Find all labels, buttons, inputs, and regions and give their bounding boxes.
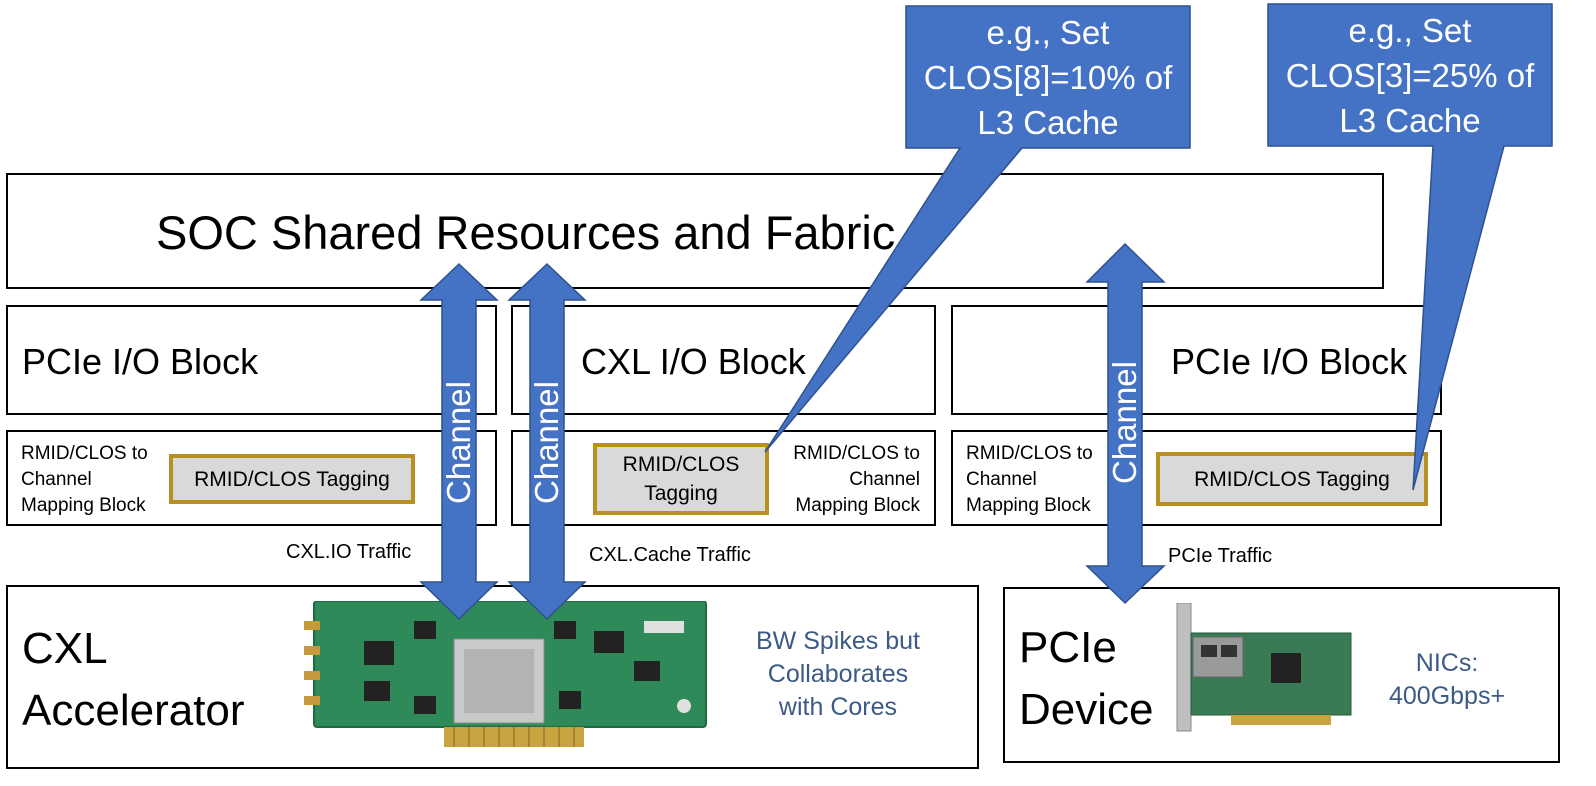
mapping-block-left-text: RMID/CLOS to Channel Mapping Block [21,441,148,519]
pcie-note-line-2: 400Gbps+ [1389,682,1506,710]
traffic-cxl-io: CXL.IO Traffic [286,541,412,563]
cxl-note-line-1: BW Spikes but [756,627,920,655]
callout-left-text: e.g., Set CLOS[8]=10% of L3 Cache [906,10,1190,145]
cxl-device-note: BW Spikes but Collaborates with Cores [756,625,920,724]
mapping-block-left: RMID/CLOS to Channel Mapping Block RMID/… [6,430,497,526]
mapping-right-line-2: Channel [966,469,1037,490]
mapping-block-right-text: RMID/CLOS to Channel Mapping Block [966,441,1093,519]
tagging-middle-line-2: Tagging [644,482,718,505]
cxl-device-line-1: CXL [22,624,108,673]
mapping-middle-line-2: Channel [849,469,920,490]
io-block-right-title: PCIe I/O Block [1171,341,1408,382]
pcie-note-line-1: NICs: [1415,649,1479,677]
soc-box: SOC Shared Resources and Fabric [6,173,1384,289]
mapping-block-right: RMID/CLOS to Channel Mapping Block RMID/… [951,430,1442,526]
callout-left-line-3: L3 Cache [977,104,1119,141]
cxl-note-line-2: Collaborates [767,660,909,688]
channel-label-2: Channel [528,381,565,504]
channel-label-3: Channel [1106,361,1143,484]
pcie-device-box: PCIe Device NICs: 400Gbps+ [1003,587,1560,763]
mapping-block-middle-text: RMID/CLOS to Channel Mapping Block [793,441,920,519]
traffic-pcie: PCIe Traffic [1168,545,1273,567]
cxl-device-label: CXL Accelerator [22,618,245,742]
io-block-right: PCIe I/O Block [951,305,1442,415]
mapping-right-line-1: RMID/CLOS to [966,443,1093,464]
mapping-left-line-2: Channel [21,469,92,490]
pcie-device-label: PCIe Device [1019,617,1154,741]
callout-right-line-2: CLOS[3]=25% of [1285,57,1535,94]
mapping-left-line-1: RMID/CLOS to [21,443,148,464]
callout-right-shape [1267,3,1553,491]
pcie-device-note: NICs: 400Gbps+ [1389,647,1505,713]
accelerator-card-image [304,601,707,747]
pcie-device-line-1: PCIe [1019,623,1117,672]
channel-label-1: Channel [440,381,477,504]
tagging-middle: RMID/CLOS Tagging [593,443,769,515]
pcie-device-line-2: Device [1019,685,1154,734]
tagging-middle-line-1: RMID/CLOS [622,453,740,476]
cxl-note-line-3: with Cores [778,693,898,721]
io-block-left-title: PCIe I/O Block [22,341,259,382]
io-block-middle-title: CXL I/O Block [581,341,806,382]
io-block-left: PCIe I/O Block [6,305,497,415]
callout-left-line-2: CLOS[8]=10% of [923,59,1173,96]
tagging-left: RMID/CLOS Tagging [169,454,415,504]
callout-left-shape [764,5,1191,453]
callout-right-text: e.g., Set CLOS[3]=25% of L3 Cache [1268,8,1552,143]
callout-right-line-1: e.g., Set [1348,12,1472,49]
mapping-right-line-3: Mapping Block [966,495,1091,516]
mapping-block-middle: RMID/CLOS Tagging RMID/CLOS to Channel M… [511,430,936,526]
soc-title: SOC Shared Resources and Fabric [156,206,896,259]
nic-card-image [1176,603,1352,732]
mapping-left-line-3: Mapping Block [21,495,146,516]
callout-right-line-3: L3 Cache [1339,102,1481,139]
cxl-device-line-2: Accelerator [22,686,245,735]
mapping-middle-line-1: RMID/CLOS to [793,443,920,464]
callout-left-line-1: e.g., Set [986,14,1110,51]
channel-arrow-3 [1085,242,1166,605]
mapping-middle-line-3: Mapping Block [795,495,920,516]
channel-arrow-1 [419,262,499,621]
traffic-cxl-cache: CXL.Cache Traffic [589,544,751,566]
cxl-device-box: CXL Accelerator BW Spikes but Collab [6,585,979,769]
channel-arrow-2 [507,262,587,621]
tagging-right: RMID/CLOS Tagging [1156,452,1428,506]
